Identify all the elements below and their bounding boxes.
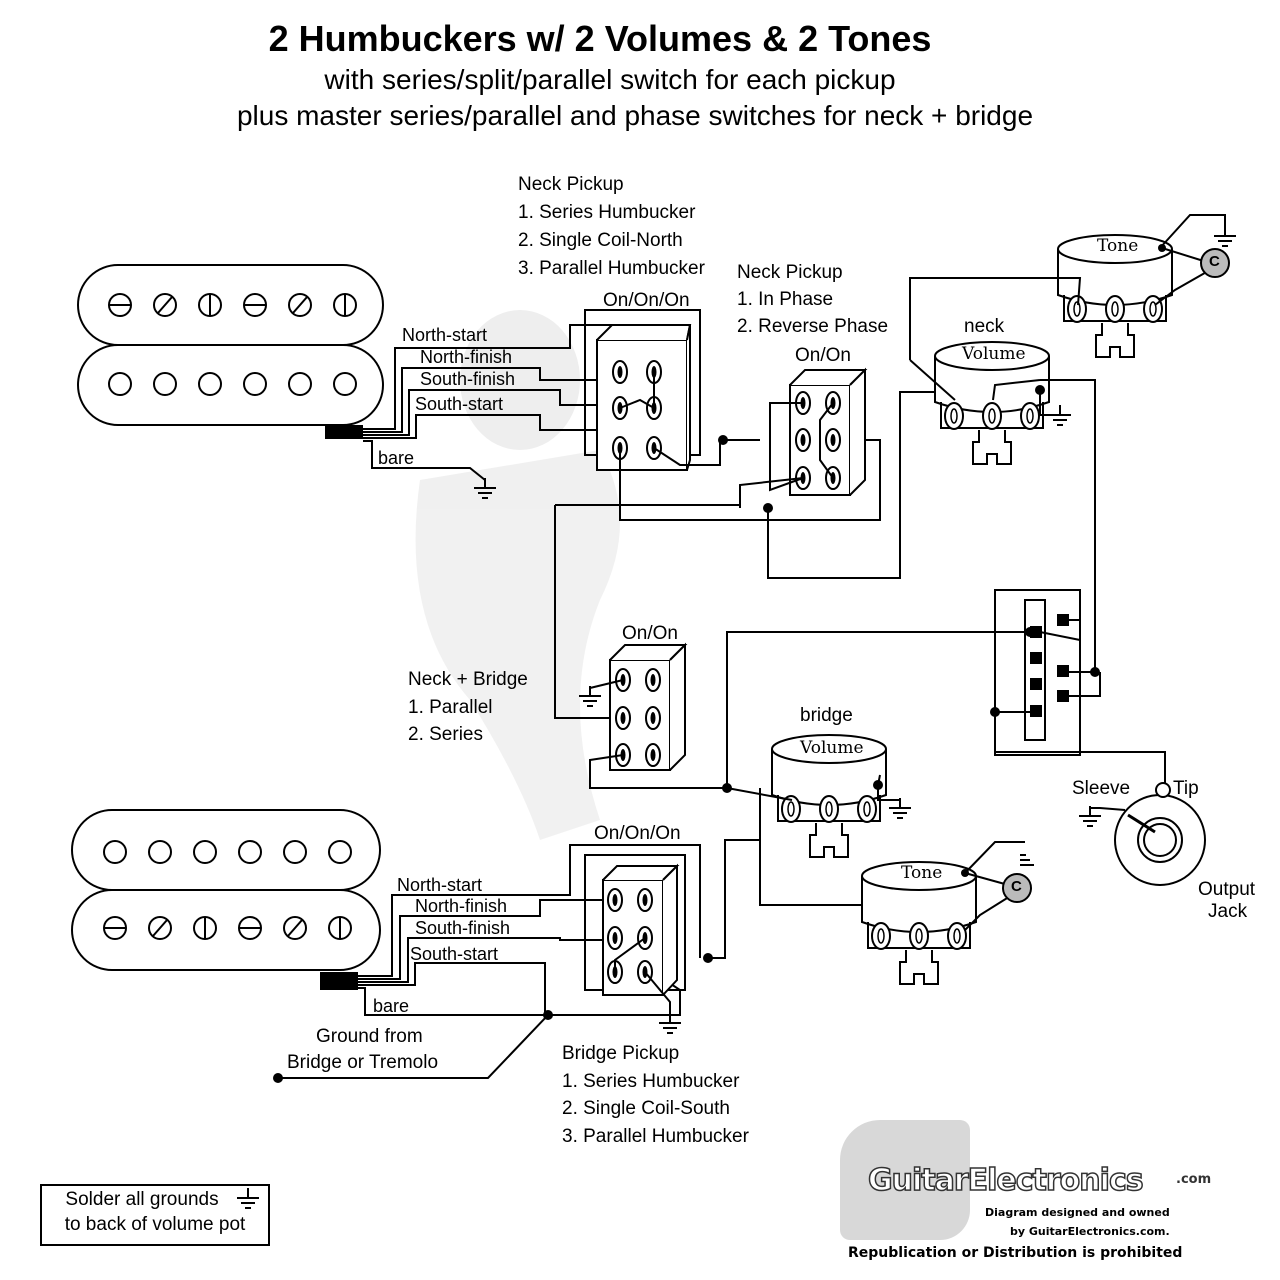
neck-switch-heading: Neck Pickup <box>518 174 624 195</box>
bridge-tone-label: Tone <box>901 863 943 883</box>
master-switch-option-1: 1. Parallel <box>408 697 493 718</box>
grounding-note-line1: Solder all grounds <box>65 1189 219 1210</box>
bridge-wire-south-start: South-start <box>410 944 499 964</box>
neck-wire-north-finish: North-finish <box>420 347 513 367</box>
logo-line3: Republication or Distribution is prohibi… <box>848 1245 1183 1261</box>
neck-volume-label: Volume <box>962 344 1026 364</box>
neck-pickup-switch <box>584 309 701 471</box>
logo-portrait <box>840 1120 970 1240</box>
bridge-switch-option-2: 2. Single Coil-South <box>562 1098 730 1119</box>
logo-suffix: .com <box>1176 1172 1212 1187</box>
master-switch-heading: Neck + Bridge <box>408 669 528 690</box>
ground-label-line2: Bridge or Tremolo <box>287 1052 439 1073</box>
bridge-switch-type: On/On/On <box>594 823 681 844</box>
neck-tone-label: Tone <box>1097 236 1139 256</box>
neck-tone-capacitor <box>1200 248 1230 278</box>
logo-line1: Diagram designed and owned <box>985 1206 1170 1219</box>
phase-switch-option-2: 2. Reverse Phase <box>737 316 889 337</box>
bridge-pot-label: bridge <box>800 705 853 726</box>
bridge-switch-option-3: 3. Parallel Humbucker <box>562 1126 749 1147</box>
neck-pot-label: neck <box>964 316 1005 337</box>
bridge-volume-label: Volume <box>800 738 864 758</box>
master-switch-type: On/On <box>622 623 678 644</box>
jack-name-line1: Output <box>1198 879 1256 900</box>
bridge-cap-label: C <box>1011 878 1022 895</box>
neck-switch-type: On/On/On <box>603 290 690 311</box>
neck-wire-bare: bare <box>378 448 415 468</box>
neck-switch-option-2: 2. Single Coil-North <box>518 230 683 251</box>
bridge-switch-option-1: 1. Series Humbucker <box>562 1071 740 1092</box>
diagram-title: 2 Humbuckers w/ 2 Volumes & 2 Tones <box>268 18 932 59</box>
bridge-wire-north-start: North-start <box>397 875 483 895</box>
grounding-note-line2: to back of volume pot <box>64 1213 246 1235</box>
diagram-subtitle-2: plus master series/parallel and phase sw… <box>236 100 1034 131</box>
jack-sleeve-label: Sleeve <box>1072 778 1131 799</box>
neck-humbucker <box>77 264 384 439</box>
bridge-wire-south-finish: South-finish <box>415 918 511 938</box>
jack-tip-label: Tip <box>1173 778 1199 799</box>
bridge-pickup-switch <box>584 854 686 996</box>
phase-switch-heading: Neck Pickup <box>737 262 843 283</box>
diagram-subtitle-1: with series/split/parallel switch for ea… <box>324 64 896 95</box>
neck-cap-label: C <box>1209 253 1220 270</box>
grounding-note: Solder all grounds to back of volume pot <box>40 1184 270 1246</box>
phase-switch-option-1: 1. In Phase <box>737 289 834 310</box>
neck-pickup-leads <box>363 324 620 481</box>
neck-wire-south-start: South-start <box>415 394 504 414</box>
bridge-tone-capacitor <box>1002 873 1032 903</box>
logo-line2: by GuitarElectronics.com. <box>1010 1225 1170 1238</box>
bridge-pickup-leads <box>358 844 701 1016</box>
ground-label-line1: Ground from <box>316 1026 423 1047</box>
logo-brand: GuitarElectronics <box>867 1162 1144 1199</box>
bridge-switch-heading: Bridge Pickup <box>562 1043 680 1064</box>
bridge-wire-north-finish: North-finish <box>415 896 508 916</box>
bridge-humbucker <box>71 809 381 990</box>
phase-switch-type: On/On <box>795 345 851 366</box>
neck-switch-option-1: 1. Series Humbucker <box>518 202 696 223</box>
bridge-wire-bare: bare <box>373 996 410 1016</box>
neck-switch-option-3: 3. Parallel Humbucker <box>518 258 705 279</box>
neck-wire-south-finish: South-finish <box>420 369 516 389</box>
neck-wire-north-start: North-start <box>402 325 488 345</box>
jack-name-line2: Jack <box>1208 901 1248 922</box>
output-jack <box>1090 782 1206 886</box>
master-switch-option-2: 2. Series <box>408 724 483 745</box>
